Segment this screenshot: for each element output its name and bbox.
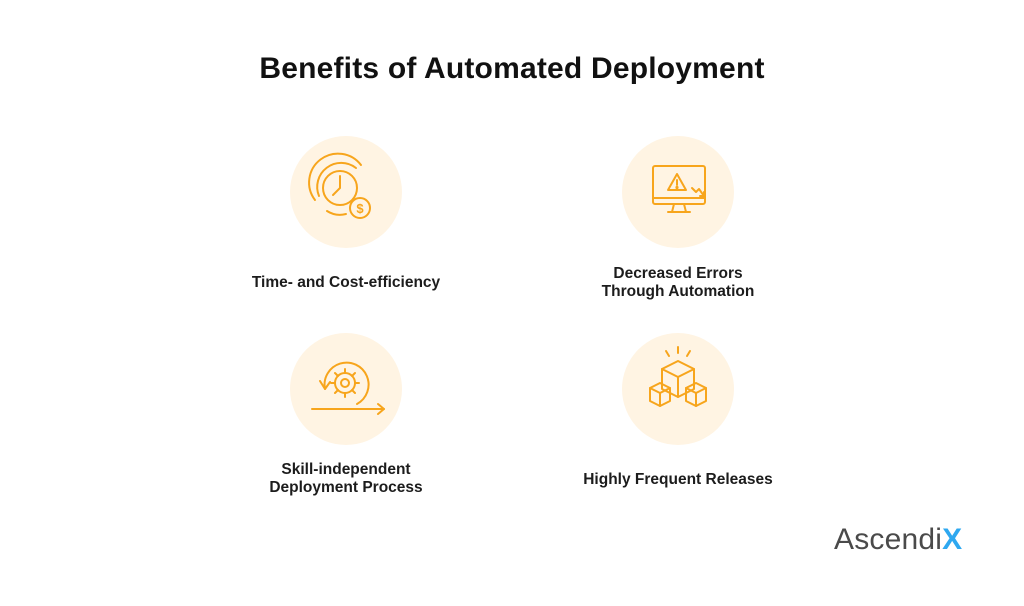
logo-text: Ascendi: [834, 523, 943, 556]
svg-text:$: $: [356, 201, 364, 216]
ascendix-logo: AscendiX: [834, 523, 962, 557]
logo-accent: X: [942, 523, 963, 556]
benefit-label-line: Through Automation: [601, 283, 755, 300]
benefit-card-frequent-releases: Highly Frequent Releases: [528, 333, 828, 489]
benefit-label: Decreased Errors Through Automation: [528, 265, 828, 301]
boxes-icon: [649, 346, 707, 407]
benefit-label: Time- and Cost-efficiency: [251, 274, 441, 291]
gear-cycle-icon: [311, 361, 385, 415]
icon-circle: [290, 333, 402, 445]
monitor-warning-icon: [652, 165, 706, 213]
benefit-label-line: Skill-independent: [281, 461, 411, 478]
clock-cost-icon: $: [308, 152, 371, 219]
icon-circle: [622, 333, 734, 445]
icon-circle: $: [290, 136, 402, 248]
page-title: Benefits of Automated Deployment: [259, 52, 765, 85]
benefit-label-line: Decreased Errors: [613, 265, 743, 282]
benefit-card-skill-independent: Skill-independent Deployment Process: [196, 333, 496, 497]
benefit-label-line: Deployment Process: [269, 479, 423, 496]
benefit-card-decreased-errors: Decreased Errors Through Automation: [528, 136, 828, 301]
benefit-label: Skill-independent Deployment Process: [196, 461, 496, 497]
benefit-label: Highly Frequent Releases: [583, 471, 773, 488]
icon-circle: [622, 136, 734, 248]
benefit-card-time-cost: $ Time- and Cost-efficiency: [196, 136, 496, 292]
